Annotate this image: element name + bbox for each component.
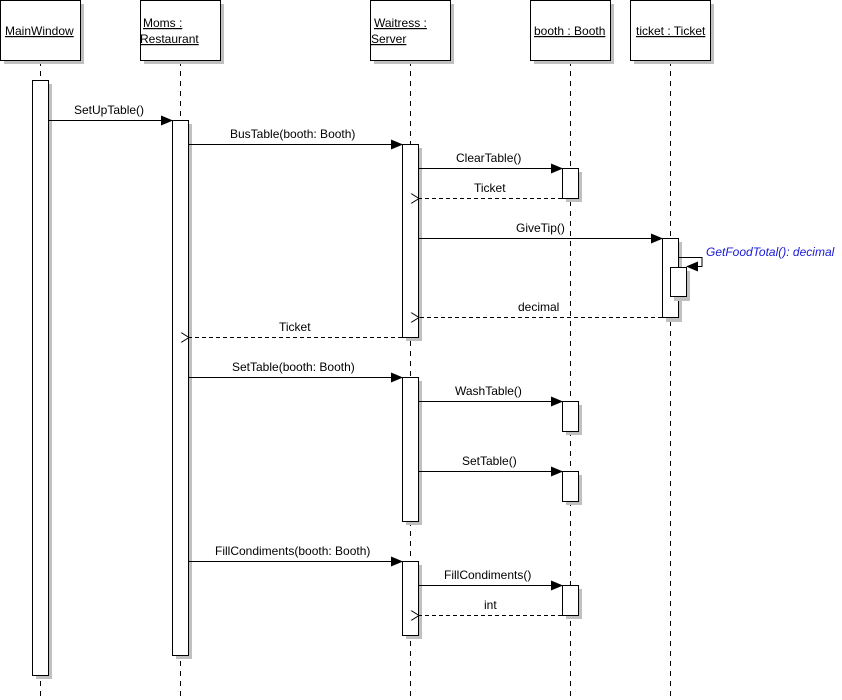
activation-booth-washtable[interactable] <box>562 401 583 436</box>
message-label: WashTable() <box>455 384 522 398</box>
messages: SetUpTable() BusTable(booth: Booth) Clea… <box>49 103 835 616</box>
activation-booth-fillcondiments[interactable] <box>562 585 583 620</box>
message-bustable[interactable]: BusTable(booth: Booth) <box>189 127 403 150</box>
lifeline-ticket-label: ticket : Ticket <box>636 24 706 38</box>
message-label: FillCondiments(booth: Booth) <box>215 544 370 558</box>
activation-waitress-fillcondiments[interactable] <box>402 561 423 640</box>
activation-waitress-settable[interactable] <box>402 377 423 526</box>
activation-waitress-bustable[interactable] <box>402 144 423 342</box>
message-setuptable[interactable]: SetUpTable() <box>49 103 173 126</box>
activation-bars <box>32 80 691 680</box>
message-settable[interactable]: SetTable() <box>419 454 563 477</box>
lifeline-booth-label: booth : Booth <box>534 24 605 38</box>
message-cleartable[interactable]: ClearTable() <box>419 151 563 174</box>
lifeline-waitress-label-line2: Server <box>371 32 406 46</box>
message-givetip[interactable]: GiveTip() <box>419 221 663 244</box>
message-washtable[interactable]: WashTable() <box>419 384 563 407</box>
message-label: GiveTip() <box>516 221 565 235</box>
lifeline-ticket-header[interactable]: ticket : Ticket <box>630 0 715 65</box>
lifeline-booth-header[interactable]: booth : Booth <box>530 0 615 65</box>
message-fillcondiments-booth[interactable]: FillCondiments(booth: Booth) <box>189 544 403 567</box>
message-label: Ticket <box>279 320 311 334</box>
message-self-getfoodtotal[interactable]: GetFoodTotal(): decimal <box>679 245 835 272</box>
message-label: ClearTable() <box>456 151 521 165</box>
message-label: SetUpTable() <box>74 103 144 117</box>
lifeline-moms-header[interactable]: Moms : Restaurant <box>140 0 224 65</box>
message-fillcondiments[interactable]: FillCondiments() <box>419 568 563 591</box>
activation-booth-cleartable[interactable] <box>562 168 583 203</box>
message-return-ticket-to-moms[interactable]: Ticket <box>189 320 402 338</box>
message-label: SetTable() <box>462 454 517 468</box>
message-label: SetTable(booth: Booth) <box>232 360 355 374</box>
message-label: FillCondiments() <box>444 568 531 582</box>
activation-main[interactable] <box>32 80 53 680</box>
message-label: BusTable(booth: Booth) <box>230 127 355 141</box>
message-return-decimal[interactable]: decimal <box>419 300 662 318</box>
message-settable-booth[interactable]: SetTable(booth: Booth) <box>189 360 403 383</box>
lifeline-moms-label-line1: Moms : <box>143 16 182 30</box>
lifeline-waitress-header[interactable]: Waitress : Server <box>370 0 455 65</box>
activation-booth-settable[interactable] <box>562 471 583 506</box>
lifeline-main-label: MainWindow <box>5 24 74 38</box>
activation-moms[interactable] <box>172 120 193 660</box>
message-return-ticket-from-booth[interactable]: Ticket <box>419 181 562 199</box>
activation-ticket-getfoodtotal[interactable] <box>670 267 691 302</box>
lifeline-moms-label-line2: Restaurant <box>140 32 199 46</box>
lifeline-main-header[interactable]: MainWindow <box>0 0 85 65</box>
self-message-label: GetFoodTotal(): decimal <box>706 245 835 259</box>
message-label: int <box>484 598 497 612</box>
message-label: decimal <box>518 300 559 314</box>
message-label: Ticket <box>474 181 506 195</box>
lifeline-waitress-label-line1: Waitress : <box>374 16 427 30</box>
message-return-int[interactable]: int <box>419 598 562 616</box>
